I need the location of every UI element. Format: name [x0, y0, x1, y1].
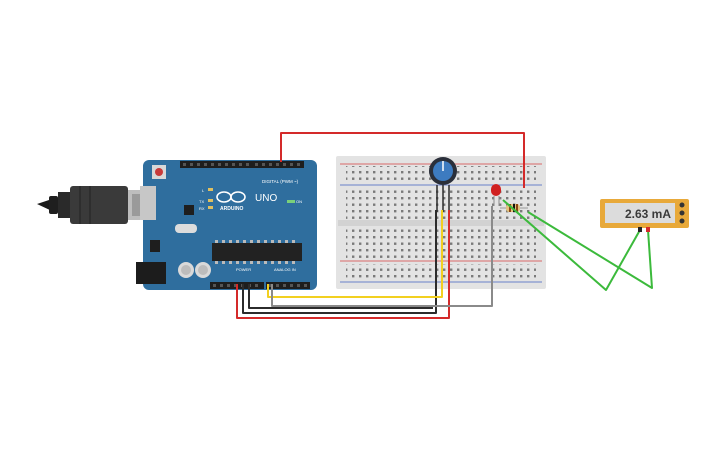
- red-led[interactable]: [491, 184, 501, 206]
- probe-red[interactable]: [646, 227, 650, 232]
- wire-red-bottom[interactable]: [236, 210, 450, 319]
- wire-black-1[interactable]: [242, 210, 437, 314]
- usb-cable[interactable]: [37, 186, 148, 224]
- arduino-uno-board[interactable]: DIGITAL (PWM ~) ARDUINO UNO L TX RX ON: [136, 160, 317, 290]
- power-jack: [136, 262, 166, 284]
- l-label: L: [202, 188, 205, 193]
- analog-header: [266, 282, 310, 289]
- multimeter-display: [605, 203, 675, 223]
- rx-led: [208, 206, 213, 209]
- digital-header: [180, 161, 304, 168]
- tx-led: [208, 199, 213, 202]
- wire-black-2[interactable]: [248, 284, 433, 309]
- multimeter-terminals: [679, 202, 685, 224]
- arduino-model: UNO: [255, 193, 277, 204]
- wires[interactable]: [236, 132, 653, 319]
- wire-green-2[interactable]: [527, 211, 653, 289]
- wire-green-1[interactable]: [502, 199, 641, 291]
- digital-label: DIGITAL (PWM ~): [262, 179, 299, 184]
- probe-black[interactable]: [638, 227, 642, 232]
- crystal: [175, 224, 197, 233]
- power-label: POWER: [236, 267, 251, 272]
- wire-red-top[interactable]: [280, 132, 525, 188]
- multimeter[interactable]: 2.63 mA: [600, 199, 689, 232]
- wire-yellow[interactable]: [267, 210, 443, 298]
- wire-gray[interactable]: [271, 206, 493, 307]
- usb-chip: [184, 205, 194, 215]
- atmega-chip: [212, 240, 302, 264]
- potentiometer[interactable]: [429, 157, 457, 212]
- on-led: [287, 200, 295, 203]
- multimeter-reading: 2.63 mA: [625, 207, 671, 221]
- arduino-logo-icon: [216, 191, 246, 203]
- capacitors: [178, 262, 211, 278]
- analog-label: ANALOG IN: [274, 267, 296, 272]
- arduino-brand: ARDUINO: [220, 206, 243, 212]
- tx-label: TX: [199, 199, 204, 204]
- rx-label: RX: [199, 206, 205, 211]
- l-led: [208, 188, 213, 191]
- usb-port: [140, 186, 156, 220]
- on-label: ON: [296, 199, 302, 204]
- regulator: [150, 240, 160, 252]
